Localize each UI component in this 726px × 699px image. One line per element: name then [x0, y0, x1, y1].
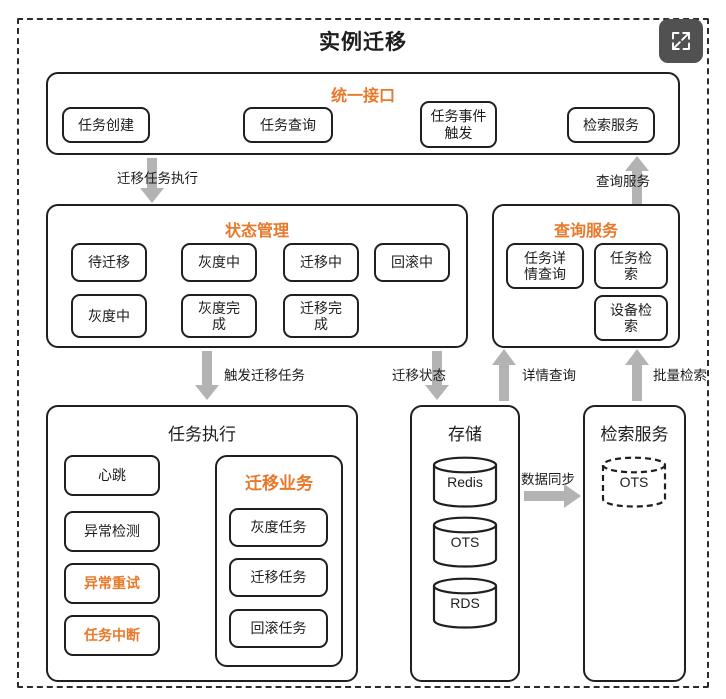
group-title-query-service: 查询服务	[553, 223, 618, 240]
node-state-graying-2[interactable]: 灰度中	[71, 294, 147, 338]
group-title-migration-business: 迁移业务	[245, 474, 313, 493]
group-storage: 存储	[410, 405, 520, 682]
arrow-down-migration-status	[425, 351, 449, 401]
node-task-detail-query[interactable]: 任务详 情查询	[506, 243, 584, 289]
node-state-graying[interactable]: 灰度中	[181, 243, 257, 282]
node-anomaly-detection[interactable]: 异常检测	[64, 511, 160, 552]
node-state-migrating[interactable]: 迁移中	[283, 243, 359, 282]
db-label-ots-storage: OTS	[450, 534, 480, 550]
db-cylinder-ots-storage[interactable]: OTS	[432, 516, 498, 568]
group-retrieval-service: 检索服务	[583, 405, 686, 682]
db-cylinder-rds[interactable]: RDS	[432, 577, 498, 629]
page-title: 实例迁移	[319, 31, 407, 54]
node-anomaly-retry[interactable]: 异常重试	[64, 563, 160, 604]
node-heartbeat[interactable]: 心跳	[64, 455, 160, 496]
edge-label-migration-task-exec: 迁移任务执行	[117, 171, 198, 186]
node-device-retrieval[interactable]: 设备检 索	[594, 295, 668, 341]
group-title-storage: 存储	[448, 425, 482, 444]
fullscreen-expand-icon[interactable]	[659, 19, 703, 63]
arrow-down-migration-task-exec	[140, 158, 164, 204]
node-retrieval-service-interface[interactable]: 检索服务	[567, 107, 655, 143]
arrow-up-detail-query	[492, 349, 516, 401]
db-label-redis: Redis	[447, 474, 483, 490]
group-title-task-execution: 任务执行	[168, 425, 236, 444]
edge-label-detail-query: 详情查询	[522, 368, 576, 383]
db-label-ots-retrieval: OTS	[619, 474, 649, 490]
group-title-unified-interface: 统一接口	[330, 88, 395, 105]
node-gray-task[interactable]: 灰度任务	[229, 508, 328, 547]
node-task-event-trigger[interactable]: 任务事件 触发	[420, 101, 497, 148]
db-cylinder-redis[interactable]: Redis	[432, 456, 498, 508]
node-state-rollingback[interactable]: 回滚中	[374, 243, 450, 282]
arrow-down-trigger-migration-task	[195, 351, 219, 401]
edge-label-batch-retrieval: 批量检索	[653, 368, 707, 383]
node-task-retrieval[interactable]: 任务检 索	[594, 243, 668, 289]
node-state-pending-migration[interactable]: 待迁移	[71, 243, 147, 282]
db-label-rds: RDS	[450, 595, 480, 611]
edge-label-migration-status: 迁移状态	[392, 368, 446, 383]
node-rollback-task[interactable]: 回滚任务	[229, 609, 328, 648]
arrow-up-query-service	[625, 156, 649, 204]
node-migration-task[interactable]: 迁移任务	[229, 558, 328, 597]
group-title-retrieval-service: 检索服务	[600, 425, 669, 444]
node-state-gray-complete[interactable]: 灰度完 成	[181, 294, 257, 338]
group-title-state-management: 状态管理	[224, 223, 289, 240]
edge-label-data-sync: 数据同步	[521, 472, 575, 487]
diagram-outer-frame	[17, 18, 709, 688]
edge-label-query-service: 查询服务	[596, 174, 650, 189]
node-task-create[interactable]: 任务创建	[62, 107, 150, 143]
node-task-interrupt[interactable]: 任务中断	[64, 615, 160, 656]
node-task-query[interactable]: 任务查询	[243, 107, 333, 143]
arrow-up-batch-retrieval	[625, 349, 649, 401]
edge-label-trigger-migration-task: 触发迁移任务	[224, 368, 305, 383]
node-state-migration-complete[interactable]: 迁移完 成	[283, 294, 359, 338]
db-cylinder-ots-retrieval[interactable]: OTS	[601, 456, 667, 508]
arrow-right-data-sync	[524, 484, 582, 508]
